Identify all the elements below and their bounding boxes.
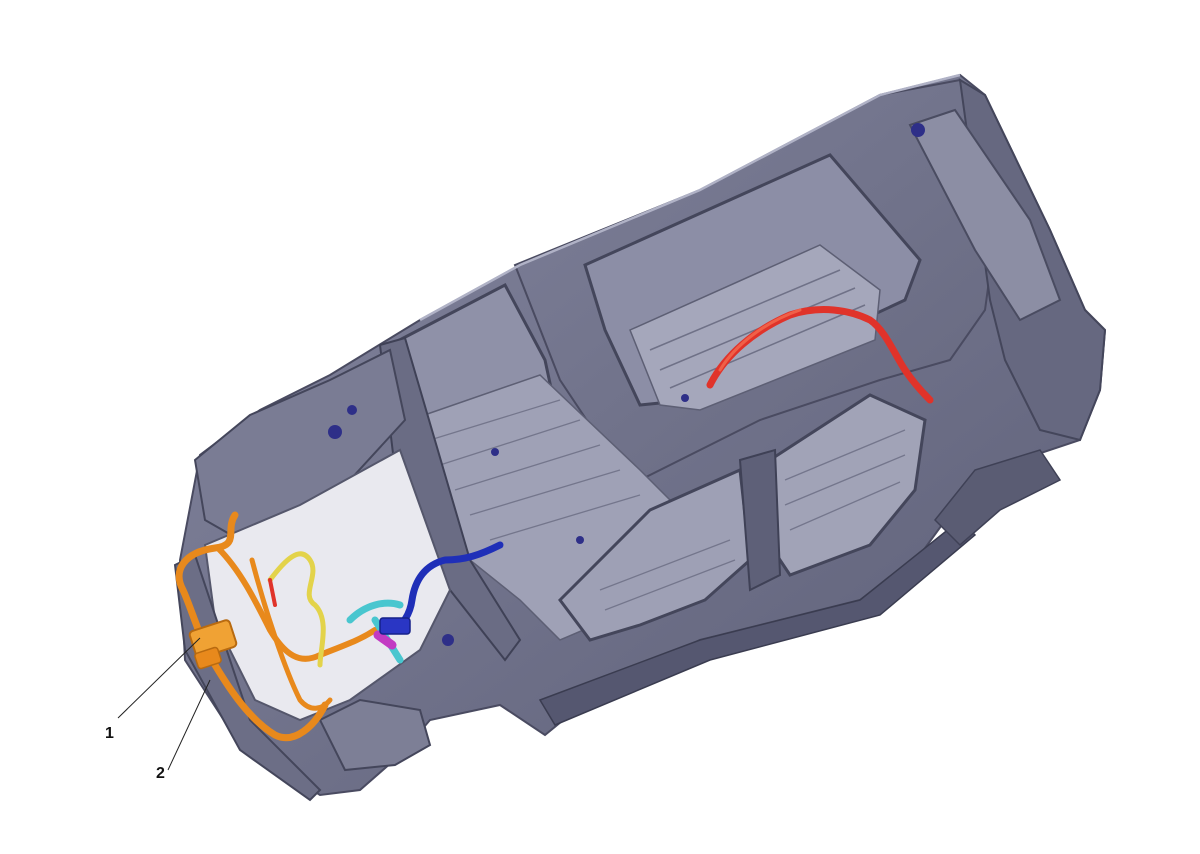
front-door-opening <box>558 467 752 642</box>
orange-harness-loop <box>249 557 333 711</box>
rear-wheel-arch <box>933 449 1062 547</box>
front-structure <box>193 348 407 542</box>
rear-floor-panel <box>629 244 881 411</box>
callout-label-1: 1 <box>105 725 114 742</box>
mount-holes <box>328 123 925 646</box>
magenta-connector <box>373 630 397 650</box>
firewall-harness <box>346 541 504 664</box>
engine-bay <box>203 448 452 722</box>
red-wire-front <box>268 578 277 607</box>
rear-wiring-harness <box>706 306 934 404</box>
callout-leaders <box>117 637 211 771</box>
front-door-floor-ribs <box>599 539 736 611</box>
callout-label-2: 2 <box>156 765 165 782</box>
rear-door-floor-ribs <box>784 429 906 531</box>
cabin-floor-ribs <box>429 399 641 541</box>
yellow-harness <box>267 551 326 668</box>
roof-edge-highlight <box>419 73 961 322</box>
b-pillar <box>738 448 782 592</box>
callout-1-leader <box>117 637 201 719</box>
front-right-wheel-arch <box>318 698 432 772</box>
rear-hatch-opening <box>908 108 1062 322</box>
front-bumper-beam <box>173 553 322 802</box>
callout-2-leader <box>167 679 211 771</box>
orange-harness-branch <box>215 545 378 662</box>
blue-module <box>379 617 411 635</box>
side-sill <box>538 518 977 726</box>
